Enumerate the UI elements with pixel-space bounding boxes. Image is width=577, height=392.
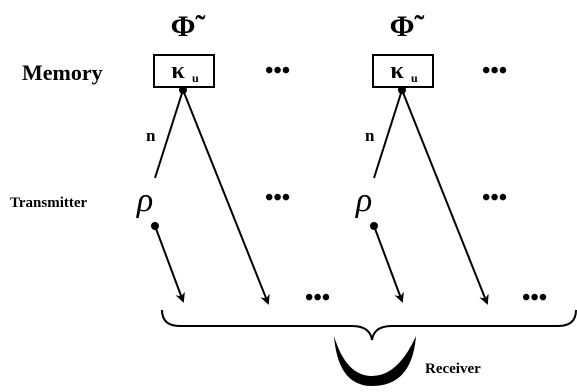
kappa-symbol-2: κ bbox=[390, 58, 404, 84]
memory-to-transmitter-line-2 bbox=[373, 89, 403, 179]
rho-symbol-1: ρ bbox=[136, 182, 153, 219]
ellipsis-memory-2: ••• bbox=[482, 58, 507, 84]
ellipsis-receiver-1: ••• bbox=[305, 285, 330, 311]
channel-use-2: Φ̃ κ u n ρ bbox=[355, 10, 489, 305]
ellipsis-transmitter-2: ••• bbox=[482, 185, 507, 211]
receiver-shape bbox=[334, 336, 416, 386]
kappa-subscript-2: u bbox=[411, 71, 418, 85]
channel-use-1: Φ̃ κ u n ρ bbox=[136, 10, 270, 305]
transmitter-label: Transmitter bbox=[10, 195, 88, 211]
memory-label: Memory bbox=[22, 60, 103, 85]
receiver-brace bbox=[161, 309, 577, 341]
ellipsis-receiver-2: ••• bbox=[522, 285, 547, 311]
phi-tilde-symbol-2: Φ̃ bbox=[390, 10, 425, 43]
memory-box-2 bbox=[372, 54, 434, 88]
memory-to-transmitter-line-1 bbox=[154, 89, 184, 179]
kappa-subscript-1: u bbox=[192, 71, 199, 85]
transmitter-to-receiver-arrow-2 bbox=[373, 225, 404, 303]
kappa-symbol-1: κ bbox=[171, 58, 185, 84]
n-label-1: n bbox=[146, 126, 156, 145]
rho-symbol-2: ρ bbox=[355, 182, 372, 219]
memory-to-receiver-arrow-1 bbox=[182, 89, 270, 305]
receiver-label: Receiver bbox=[425, 361, 481, 377]
ellipsis-transmitter-1: ••• bbox=[265, 185, 290, 211]
ellipsis-memory-1: ••• bbox=[265, 58, 290, 84]
n-label-2: n bbox=[365, 126, 375, 145]
memory-to-receiver-arrow-2 bbox=[401, 89, 489, 305]
transmitter-to-receiver-arrow-1 bbox=[154, 225, 185, 303]
phi-tilde-symbol-1: Φ̃ bbox=[171, 10, 206, 43]
